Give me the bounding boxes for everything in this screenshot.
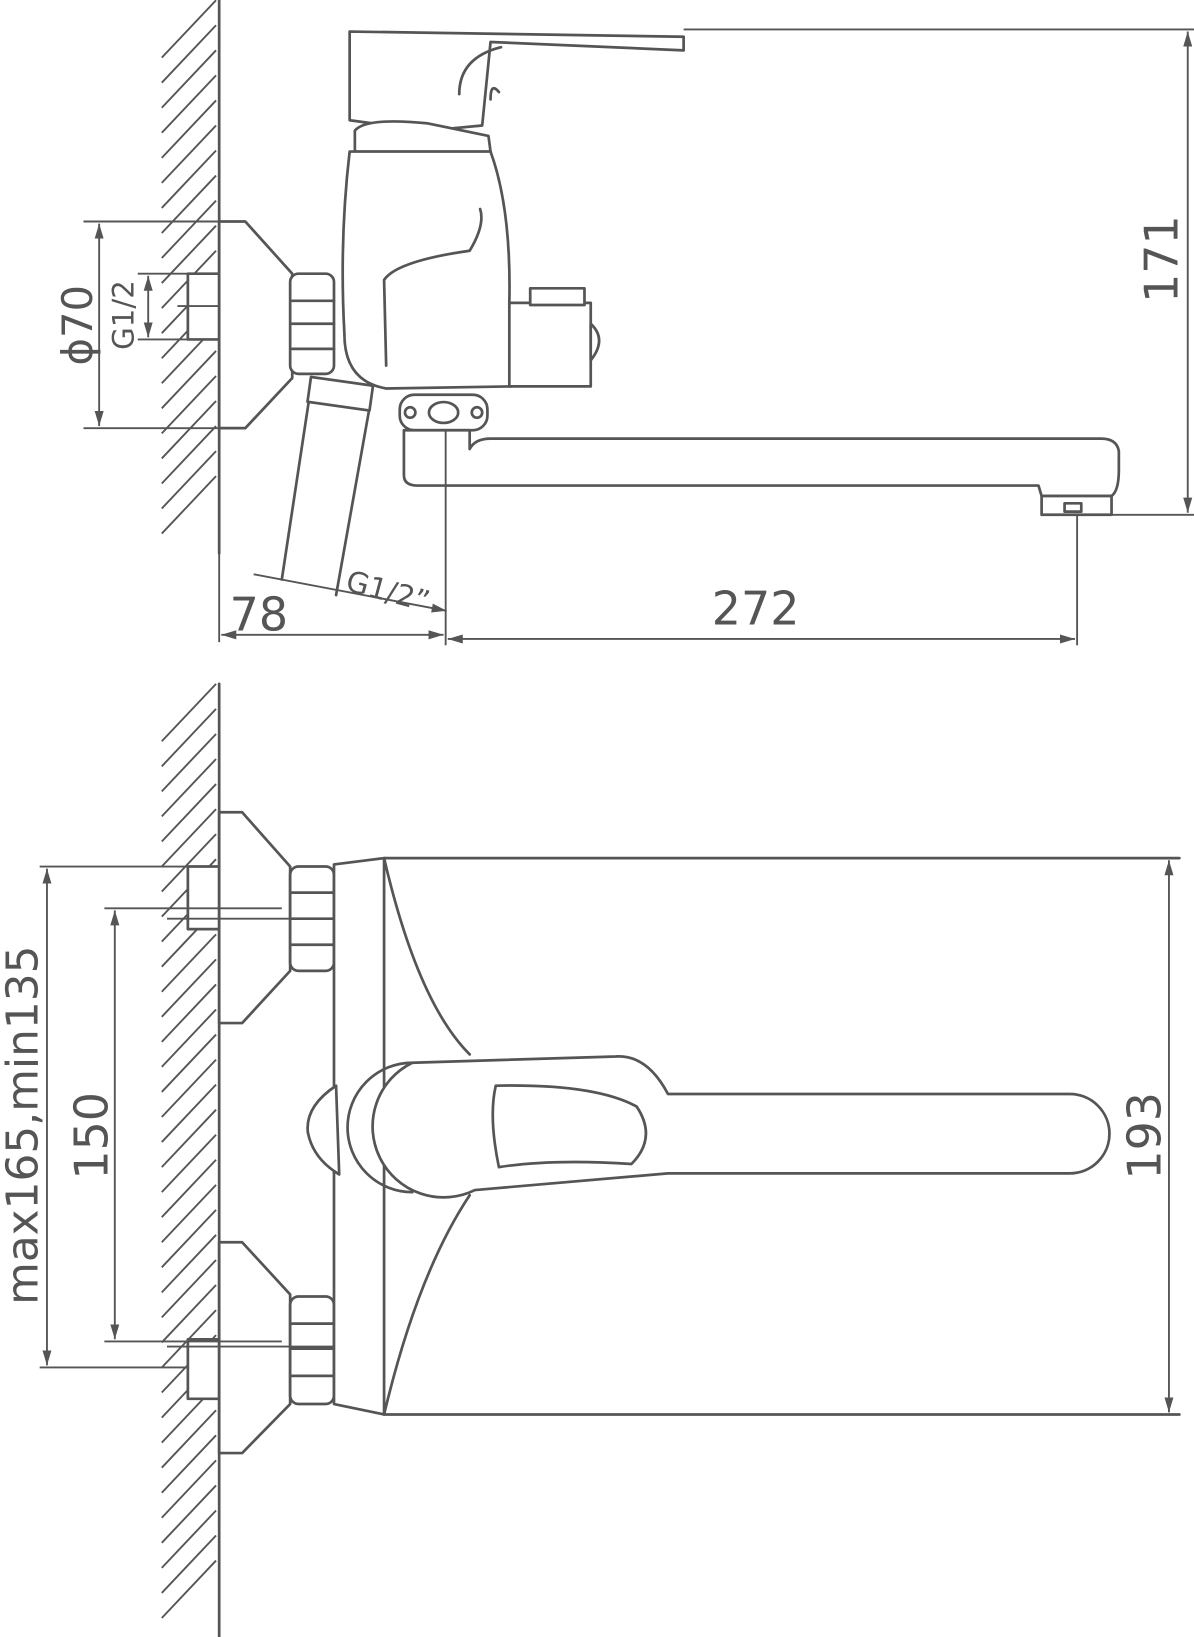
hatch-line [161,1083,217,1143]
wall-hatching-top [161,0,217,535]
body-boss [306,1084,341,1176]
hatch-line [161,708,217,767]
hatch-line [161,1234,217,1293]
label-flange-diameter: ϕ70 [53,285,102,366]
label-inlet-spacing: 150 [65,1092,119,1180]
dim-inlet-spacing: 150 [65,907,282,1343]
hatch-line [161,24,217,84]
lever-handle-side [348,30,685,133]
hatch-line [161,375,217,435]
hatch-line [161,74,217,134]
hatch-line [161,783,217,843]
hatch-line [161,1459,217,1519]
label-spout-reach: 272 [712,581,800,635]
label-inlet-spacing-range: max165,min135 [0,945,49,1304]
hose-nut [306,375,375,412]
hatch-line [161,1184,217,1243]
hatch-line [161,808,217,868]
hatch-line [161,425,217,485]
hex-nut [288,272,336,376]
hatch-line [161,983,217,1043]
hatch-line [161,1409,217,1469]
upper-inlet-pipe [186,865,221,931]
diverter-knob [589,322,601,362]
lever-grip [491,1084,648,1169]
hatch-line [161,1534,217,1594]
dim-flange-diameter: ϕ70 [53,220,220,430]
lower-hex-nut [288,1295,336,1406]
hatch-line [161,1284,217,1344]
label-wall-offset: 78 [230,588,288,642]
hatch-line [161,124,217,184]
spout [402,428,1121,498]
hose [280,385,372,597]
lever-handle-front [371,1055,1111,1199]
wall-hatching-bottom [161,683,217,1619]
hatch-line [161,174,217,234]
wall-flange [217,220,294,430]
label-body-height: 193 [1118,1092,1172,1180]
hatch-line [161,733,217,793]
hatch-line [161,1033,217,1093]
side-view: ϕ70 G1/2 G1/2” 78 272 171 [53,0,1194,646]
hatch-line [161,350,217,409]
hatch-line [161,1058,217,1118]
upper-flange [217,810,292,1025]
spout-collar [398,393,489,432]
lower-flange [217,1240,292,1455]
diverter-housing [507,301,593,388]
front-view: max165,min135 150 193 [0,682,1181,1637]
lower-inlet-pipe [186,1337,221,1401]
hatch-line [161,683,217,742]
hatch-line [161,933,217,993]
hatch-line [161,1159,217,1218]
hatch-line [161,1434,217,1494]
label-hose-thread: G1/2” [343,564,434,619]
hatch-line [161,758,217,818]
dim-wall-offset: 78 [218,430,447,646]
hatch-line [161,1559,217,1619]
hatch-line [161,1134,217,1193]
hatch-line [161,49,217,109]
hatch-line [161,475,217,535]
hatch-line [161,1008,217,1068]
hatch-line [161,1484,217,1544]
hatch-line [161,1209,217,1268]
dim-inlet-spacing-range: max165,min135 [0,865,188,1369]
hatch-line [161,1509,217,1569]
mixer-body-side [341,150,513,390]
dim-body-height: 193 [1118,860,1174,1413]
label-height: 171 [1134,215,1188,303]
hatch-line [161,450,217,510]
hatch-line [161,400,217,460]
dim-inlet-thread: G1/2 [107,272,188,350]
hatch-line [161,149,217,209]
hatch-line [161,199,217,259]
hatch-line [161,0,217,59]
hatch-line [161,1259,217,1319]
dim-spout-reach: 272 [447,514,1079,646]
hatch-line [161,99,217,159]
label-inlet-thread: G1/2 [107,280,141,350]
hatch-line [161,1109,217,1168]
handle-cap [353,120,492,153]
hatch-line [161,958,217,1018]
hatch-line [161,833,217,893]
dim-height: 171 [683,28,1194,516]
